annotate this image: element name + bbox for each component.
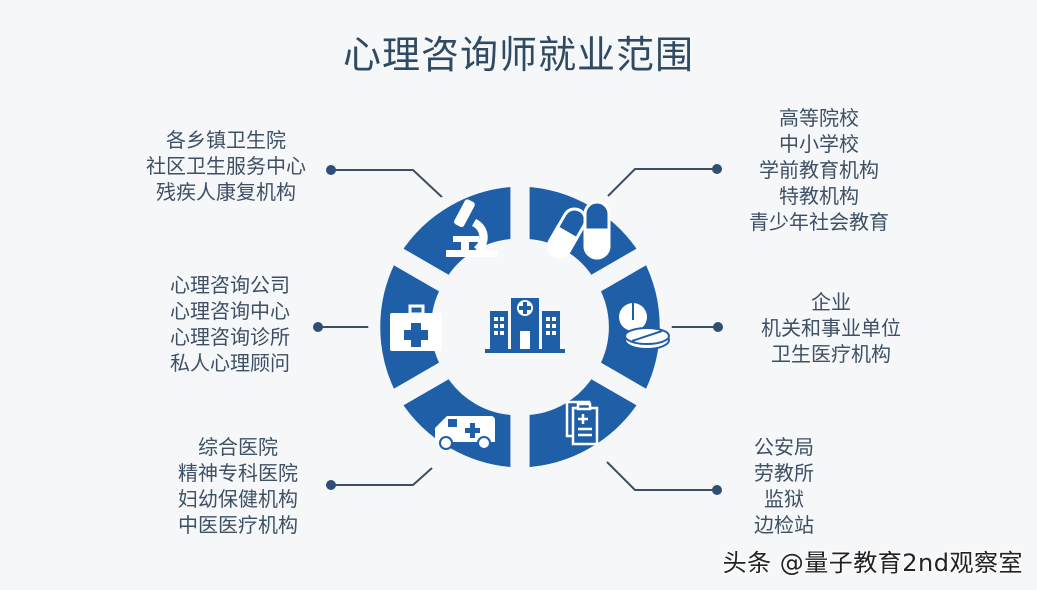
label-group-top-left: 各乡镇卫生院 社区卫生服务中心 残疾人康复机构 <box>122 127 330 205</box>
label-group-left: 心理咨询公司 心理咨询中心 心理咨询诊所 私人心理顾问 <box>148 272 312 376</box>
hospital-building-icon <box>485 298 565 353</box>
list-item: 中医医疗机构 <box>178 513 298 537</box>
list-item: 心理咨询公司 <box>170 273 290 297</box>
list-item: 精神专科医院 <box>178 461 298 485</box>
ambulance-icon <box>435 416 495 450</box>
list-item: 各乡镇卫生院 <box>166 128 286 152</box>
first-aid-kit-icon <box>390 304 442 351</box>
connector-dots <box>313 164 723 495</box>
list-item: 综合医院 <box>198 435 278 459</box>
label-group-bottom-left: 综合医院 精神专科医院 妇幼保健机构 中医医疗机构 <box>158 434 318 538</box>
list-item: 社区卫生服务中心 <box>146 154 306 178</box>
list-item: 青少年社会教育 <box>749 210 889 234</box>
connector-bottom-left <box>331 467 433 486</box>
list-item: 卫生医疗机构 <box>771 342 891 366</box>
label-group-bottom-right: 公安局 劳教所 监狱 边检站 <box>724 434 844 538</box>
microscope-icon <box>446 199 498 257</box>
list-item: 监狱 <box>764 487 804 511</box>
list-item: 特教机构 <box>779 184 859 208</box>
list-item: 心理咨询诊所 <box>170 325 290 349</box>
watermark: 头条 @量子教育2nd观察室 <box>722 549 1023 577</box>
list-item: 高等院校 <box>779 106 859 130</box>
list-item: 企业 <box>811 290 851 314</box>
list-item: 公安局 <box>754 435 814 459</box>
diagram-title: 心理咨询师就业范围 <box>342 33 694 77</box>
list-item: 劳教所 <box>754 461 814 485</box>
medical-clipboard-icon <box>565 400 599 446</box>
list-item: 机关和事业单位 <box>761 316 901 340</box>
list-item: 妇幼保健机构 <box>178 487 298 511</box>
label-group-right: 企业 机关和事业单位 卫生医疗机构 <box>736 289 926 367</box>
list-item: 心理咨询中心 <box>170 299 290 323</box>
list-item: 学前教育机构 <box>759 158 879 182</box>
connector-lines <box>318 168 718 491</box>
list-item: 私人心理顾问 <box>170 351 290 375</box>
list-item: 中小学校 <box>779 132 859 156</box>
connector-top-right <box>607 168 717 197</box>
connector-top-left <box>331 169 445 200</box>
list-item: 边检站 <box>754 513 814 537</box>
list-item: 残疾人康复机构 <box>156 180 296 204</box>
tablets-icon <box>619 303 670 350</box>
label-group-top-right: 高等院校 中小学校 学前教育机构 特教机构 青少年社会教育 <box>724 105 914 235</box>
pill-capsules-icon <box>547 200 611 260</box>
connector-bottom-right <box>606 461 717 491</box>
